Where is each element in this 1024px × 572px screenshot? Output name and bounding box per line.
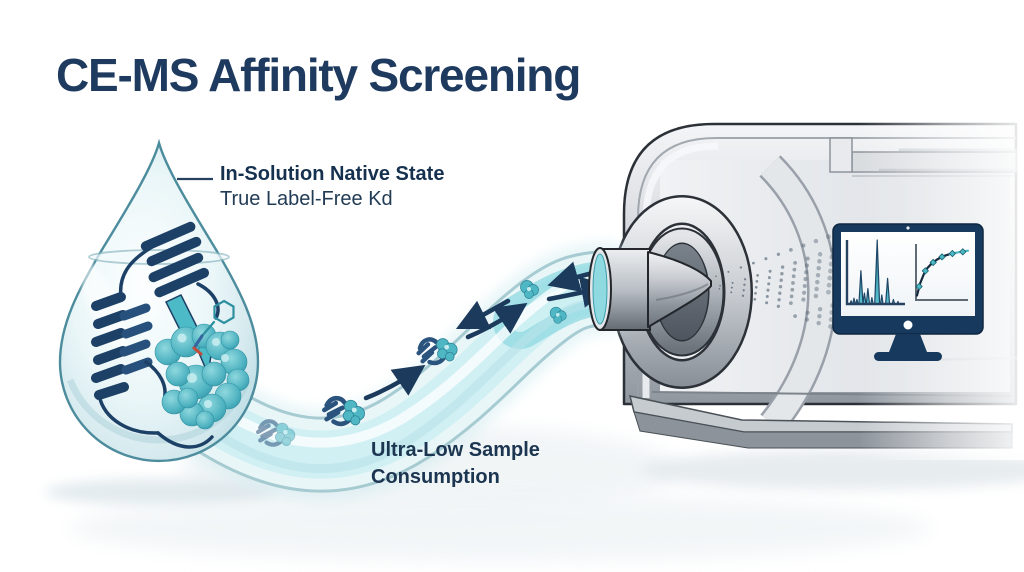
ligand-sticks-icon bbox=[192, 299, 235, 356]
droplet-annotation-primary: In-Solution Native State bbox=[220, 163, 445, 185]
droplet-annotation: In-Solution Native State True Label-Free… bbox=[220, 162, 444, 212]
power-button bbox=[903, 320, 913, 330]
droplet-icon bbox=[58, 138, 260, 463]
protein-complex-icon bbox=[91, 221, 250, 449]
tube-annotation: Ultra-Low Sample Consumption bbox=[371, 437, 540, 491]
esi-cone-icon bbox=[588, 247, 712, 331]
droplet-annotation-secondary: True Label-Free Kd bbox=[220, 188, 393, 210]
ribbon-helices bbox=[91, 292, 129, 400]
tube-annotation-line1: Ultra-Low Sample bbox=[371, 439, 540, 461]
electropherogram-chart bbox=[845, 239, 905, 306]
webcam-dot bbox=[906, 226, 910, 230]
tube-annotation-line2: Consumption bbox=[371, 466, 500, 488]
binding-curve-chart bbox=[915, 244, 970, 301]
page-title: CE-MS Affinity Screening bbox=[56, 49, 581, 101]
monitor-icon bbox=[832, 223, 984, 361]
monitor-stand bbox=[889, 334, 927, 352]
